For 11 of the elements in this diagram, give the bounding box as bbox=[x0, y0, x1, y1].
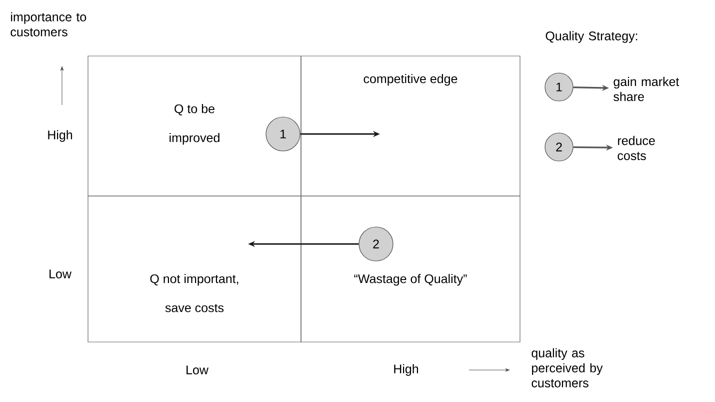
axis-label: Quality Strategy: bbox=[546, 31, 638, 43]
axis-label: Low bbox=[186, 366, 208, 374]
axis-label: Low bbox=[50, 270, 72, 278]
axis-label: High bbox=[394, 364, 418, 376]
axis-label: importance to customers bbox=[10, 12, 86, 36]
strategy-text: gain market share bbox=[614, 76, 680, 102]
axis-label: High bbox=[48, 130, 72, 142]
strategy-text: reduce costs bbox=[618, 136, 655, 160]
axis-label: quality as perceived by customers bbox=[532, 348, 603, 388]
quadrant-box: competitive edge bbox=[300, 56, 520, 196]
quadrant-box: Q not important, save costs bbox=[88, 196, 302, 342]
